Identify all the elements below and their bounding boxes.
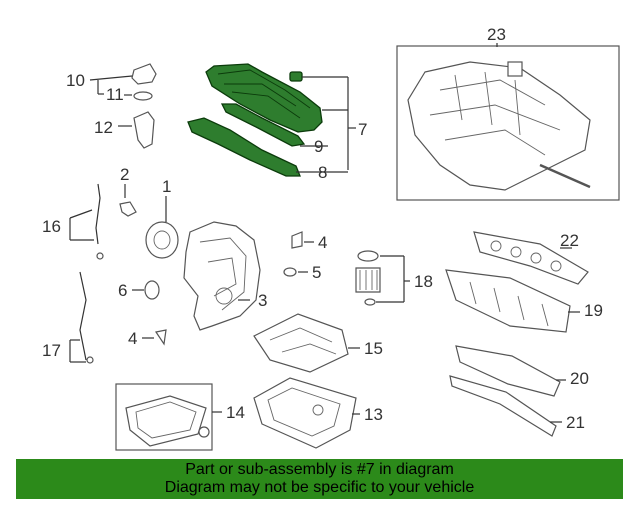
callout-11: 11: [106, 85, 124, 104]
oil-filter: [355, 267, 381, 293]
oil-filler-neck: [133, 111, 155, 149]
oil-filler-group[interactable]: 10 11 12: [66, 63, 157, 149]
oil-filter-seal: [357, 250, 379, 262]
intake-manifold-group[interactable]: 23: [396, 25, 620, 201]
callout-8: 8: [318, 163, 327, 182]
o-ring-5-group[interactable]: 5: [283, 263, 321, 282]
callout-22: 22: [560, 231, 579, 250]
gasket-4a-group[interactable]: 4: [291, 231, 327, 252]
banner-line-2: Diagram may not be specific to your vehi…: [164, 479, 475, 496]
oil-baffle-group[interactable]: 15: [253, 313, 383, 373]
oil-seal-6-group[interactable]: 6: [118, 280, 160, 300]
small-gasket-upper: [291, 231, 303, 249]
crank-bolt: [119, 201, 137, 217]
drain-plug: [198, 426, 210, 438]
cover-gasket-outer: [187, 117, 301, 177]
callout-21: 21: [566, 413, 585, 432]
cover-gasket-outer-group[interactable]: 8: [187, 117, 348, 182]
exhaust-manifold: [445, 269, 571, 333]
heat-shield-group[interactable]: 20: [455, 345, 589, 397]
oil-baffle: [253, 313, 349, 373]
crank-pulley: [145, 221, 179, 259]
upper-oil-pan: [253, 377, 357, 449]
intake-manifold-box: [396, 45, 620, 201]
callout-10: 10: [66, 71, 85, 90]
intake-manifold: [407, 61, 591, 191]
upper-oil-pan-group[interactable]: 13: [253, 377, 383, 449]
callout-7: 7: [358, 120, 367, 139]
crank-pulley-group[interactable]: 1: [145, 177, 179, 259]
small-gasket-lower: [155, 329, 167, 346]
callout-20: 20: [570, 369, 589, 388]
oil-filter-group[interactable]: 18: [355, 250, 433, 306]
dipstick-group[interactable]: 16: [42, 183, 104, 260]
callout-2: 2: [120, 165, 129, 184]
callout-5: 5: [312, 263, 321, 282]
cover-gasket-inner: [220, 103, 306, 147]
callout-23: 23: [487, 25, 506, 44]
callout-16: 16: [42, 217, 61, 236]
lower-oil-pan-box: [115, 383, 213, 451]
o-ring: [283, 267, 297, 277]
callout-9: 9: [314, 137, 323, 156]
callout-15: 15: [364, 339, 383, 358]
callout-19: 19: [584, 301, 603, 320]
callout-4b: 4: [128, 329, 137, 348]
lower-oil-pan-group[interactable]: 14: [115, 383, 245, 451]
oil-filler-cap: [131, 63, 157, 85]
gasket-4b-group[interactable]: 4: [128, 329, 167, 348]
cover-gasket-inner-group[interactable]: 9: [220, 103, 328, 156]
intake-gasket-group[interactable]: 22: [473, 231, 589, 285]
crank-bolt-group[interactable]: 2: [119, 165, 137, 217]
valve-cover-group[interactable]: 7: [205, 63, 367, 170]
callout-13: 13: [364, 405, 383, 424]
oil-filler-cap-highlight: [289, 71, 303, 82]
oil-filler-seal: [133, 91, 153, 101]
timing-cover-group[interactable]: 3: [183, 221, 267, 331]
timing-cover: [183, 221, 261, 331]
callout-4a: 4: [318, 233, 327, 252]
exhaust-gasket: [449, 375, 557, 437]
dipstick-tube: [79, 271, 87, 361]
oil-seal: [144, 280, 160, 300]
info-banner: Part or sub-assembly is #7 in diagram Di…: [16, 459, 623, 499]
callout-14: 14: [226, 403, 245, 422]
heat-shield: [455, 345, 561, 397]
callout-6: 6: [118, 281, 127, 300]
dipstick-tube-group[interactable]: 17: [42, 271, 94, 364]
exhaust-manifold-group[interactable]: 19: [445, 269, 603, 333]
callout-17: 17: [42, 341, 61, 360]
callout-3: 3: [258, 291, 267, 310]
callout-1: 1: [162, 177, 171, 196]
exhaust-gasket-group[interactable]: 21: [449, 375, 585, 437]
callout-12: 12: [94, 118, 113, 137]
callout-18: 18: [414, 272, 433, 291]
dipstick: [95, 183, 101, 245]
banner-line-1: Part or sub-assembly is #7 in diagram: [185, 461, 454, 478]
valve-cover: [205, 63, 323, 133]
